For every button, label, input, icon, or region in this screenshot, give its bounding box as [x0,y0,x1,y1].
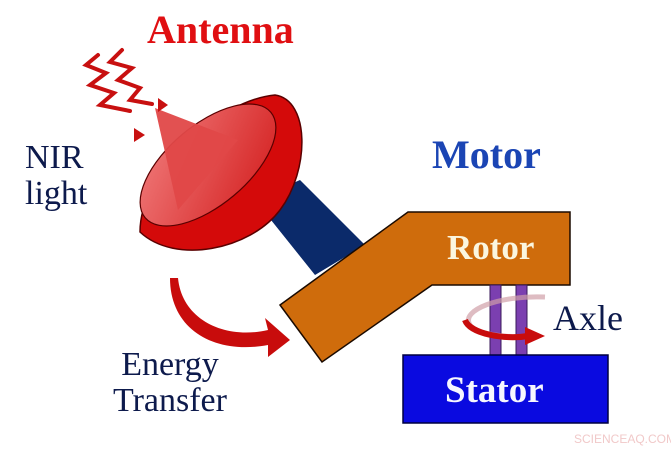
energy-label-line-1: Energy [121,346,219,383]
stator-label: Stator [445,370,544,411]
stator-block [402,354,609,424]
nir-light-wave-icon [82,48,168,142]
energy-transfer-label: Energy Transfer [113,347,227,419]
energy-label-line-2: Transfer [113,382,227,419]
energy-transfer-arrow-icon [170,278,290,357]
watermark: SCIENCEAQ.COM [574,432,671,446]
nir-label-line-1: NIR [25,139,84,176]
axle-label: Axle [553,298,623,338]
motor-title: Motor [432,132,541,177]
nir-light-label: NIR light [25,140,87,212]
rotor-block [278,211,571,364]
rotor-label: Rotor [447,228,535,267]
nir-label-line-2: light [25,175,88,212]
antenna-dish-icon [139,94,303,251]
antenna-title: Antenna [147,7,294,52]
rotation-arrow-icon [462,294,546,345]
